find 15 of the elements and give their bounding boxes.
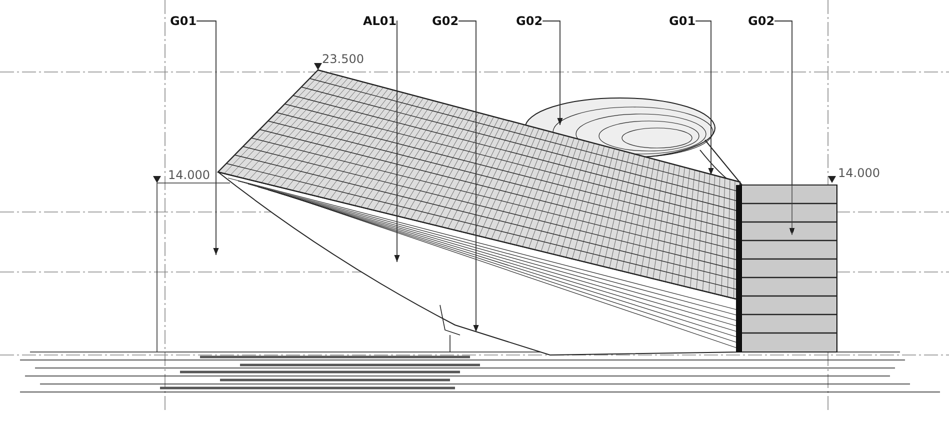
leader-line (695, 20, 714, 176)
leader-line (196, 20, 219, 256)
leader-line (394, 20, 400, 262)
callout-label: AL01 (363, 14, 397, 28)
callout-label: G01 (170, 14, 197, 28)
callout-label: G02 (748, 14, 775, 28)
leader-line (774, 20, 795, 236)
level-label: 23.500 (322, 52, 364, 66)
leader-line (458, 20, 479, 332)
leader-line (542, 20, 563, 126)
level-label: 14.000 (168, 168, 210, 182)
callout-label: G02 (516, 14, 543, 28)
callout-label: G02 (432, 14, 459, 28)
callout-label: G01 (669, 14, 696, 28)
level-label: 14.000 (838, 166, 880, 180)
